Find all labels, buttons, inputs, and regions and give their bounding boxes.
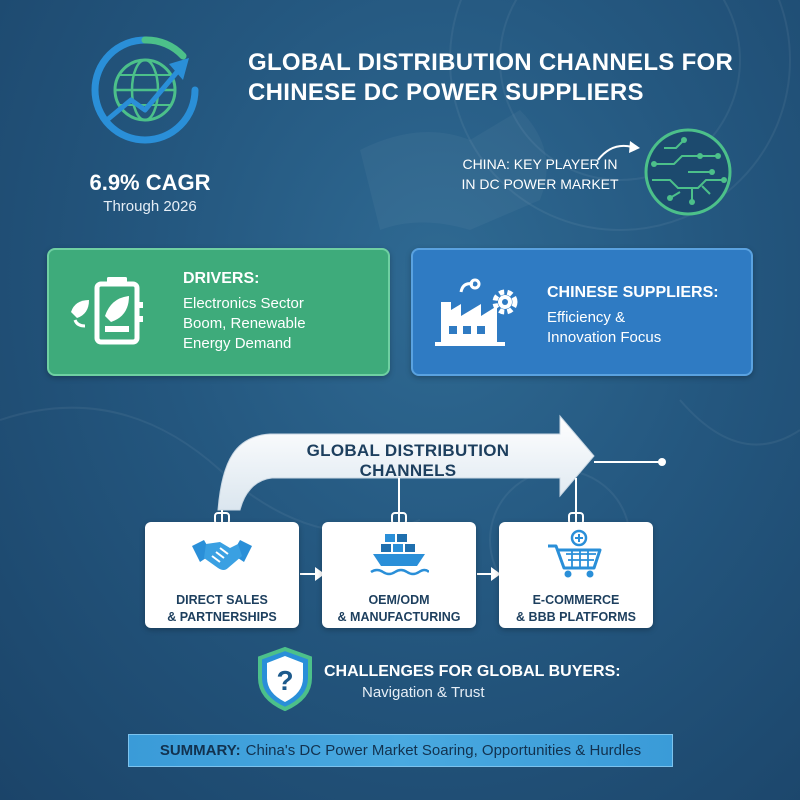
factory-gear-icon: [435, 278, 518, 346]
cagr-subtext: Through 2026: [103, 198, 197, 215]
curved-arrow-icon: [597, 141, 640, 161]
challenges-subtitle: Navigation & Trust: [362, 684, 485, 701]
suppliers-title: CHINESE SUPPLIERS:: [547, 284, 719, 301]
handshake-icon: [192, 540, 252, 570]
shopping-cart-icon: [548, 529, 602, 578]
chinese-suppliers-card: CHINESE SUPPLIERS: Efficiency & Innovati…: [411, 248, 753, 376]
drivers-title: DRIVERS:: [183, 270, 260, 287]
challenges-title: CHALLENGES FOR GLOBAL BUYERS:: [324, 663, 621, 680]
cagr-value: 6.9% CAGR: [89, 170, 211, 195]
channel-ecommerce: E-COMMERCE & BBB PLATFORMS: [499, 522, 653, 628]
globe-growth-icon: [91, 36, 199, 144]
channel-oem-odm: OEM/ODM & MANUFACTURING: [322, 522, 476, 628]
shield-question-icon: ?: [258, 646, 312, 712]
drivers-text: Electronics Sector Boom, Renewable Energ…: [183, 295, 306, 352]
summary-label: SUMMARY:: [159, 742, 241, 759]
circuit-globe-icon: [644, 128, 732, 216]
channel-direct-sales: DIRECT SALES & PARTNERSHIPS: [145, 522, 299, 628]
page-title: GLOBAL DISTRIBUTION CHANNELS FOR CHINESE…: [248, 49, 734, 106]
channels-heading: GLOBAL DISTRIBUTION CHANNELS: [306, 441, 510, 480]
svg-text:?: ?: [276, 665, 293, 696]
suppliers-text: Efficiency & Innovation Focus: [547, 309, 662, 346]
summary-text: China's DC Power Market Soaring, Opportu…: [245, 742, 642, 759]
cargo-ship-icon: [370, 534, 429, 576]
china-key-player-label: CHINA: KEY PLAYER IN IN DC POWER MARKET: [461, 156, 619, 192]
channel-direct-sales-label: DIRECT SALES & PARTNERSHIPS: [167, 593, 277, 624]
drivers-card: DRIVERS: Electronics Sector Boom, Renewa…: [47, 248, 390, 376]
channel-oem-odm-label: OEM/ODM & MANUFACTURING: [337, 593, 461, 624]
battery-leaf-icon: [71, 277, 143, 345]
summary-bar: SUMMARY: China's DC Power Market Soaring…: [128, 734, 673, 767]
channel-ecommerce-label: E-COMMERCE & BBB PLATFORMS: [516, 593, 636, 624]
